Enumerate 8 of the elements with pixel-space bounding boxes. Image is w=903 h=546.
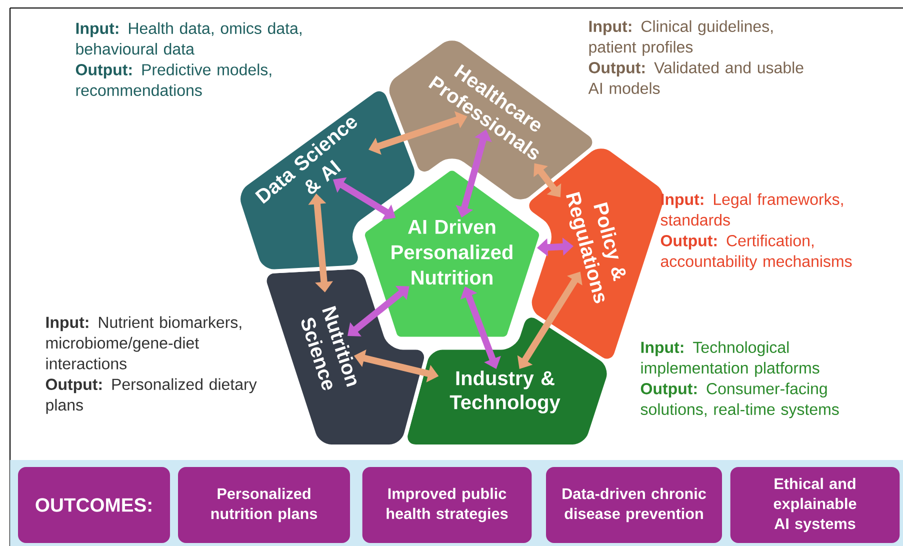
pentagon-segment: Industry & Technology <box>404 314 611 448</box>
input-output-text: Input: Nutrient biomarkers, microbiome/gene-diet interactions Output: Personalized dietary plans <box>46 316 257 414</box>
outcome-box: Data-driven chronic disease prevention <box>546 467 722 543</box>
outcome-box: Improved public health strategies <box>362 467 532 543</box>
outcome-box: Personalized nutrition plans <box>178 467 350 543</box>
outcome-box: OUTCOMES: <box>18 467 170 543</box>
outcome-box: Ethical and explainable AI systems <box>730 467 900 543</box>
double-arrow <box>348 286 410 336</box>
